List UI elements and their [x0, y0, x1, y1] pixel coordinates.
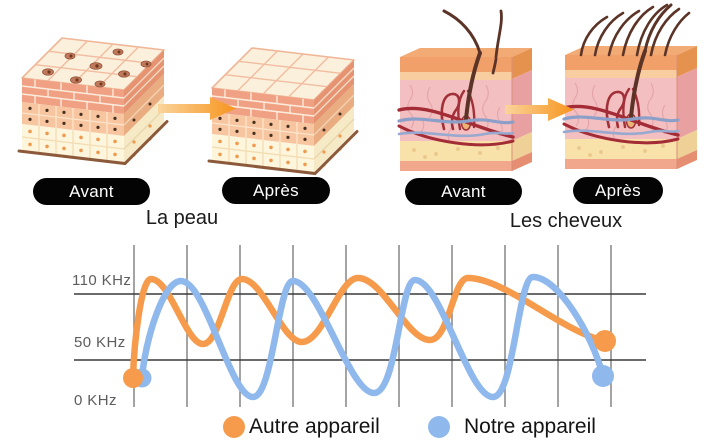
- notre-appareil-legend-dot: [428, 415, 450, 438]
- legend-label-notre-appareil: Notre appareil: [464, 414, 596, 438]
- notre-appareil-end-dot: [592, 365, 614, 387]
- y-tick-0khz: 0 KHz: [74, 392, 117, 409]
- y-tick-50khz: 50 KHz: [74, 334, 126, 351]
- hair-after-illustration: [562, 3, 699, 171]
- autre-appareil-legend-dot: [223, 415, 245, 438]
- skin-after-illustration: [207, 46, 359, 175]
- legend-item-notre-appareil: Notre appareil: [428, 415, 596, 438]
- arrow-right-icon: [505, 98, 574, 121]
- autre-appareil-start-dot: [123, 368, 143, 388]
- before-after-illustrations: [17, 3, 699, 175]
- skin-caption: La peau: [145, 207, 219, 229]
- hair-before-illustration: [397, 9, 534, 173]
- skin-before-badge: Avant: [33, 178, 150, 205]
- series-notre-appareil: [138, 273, 607, 401]
- arrow-right-icon: [158, 97, 236, 120]
- autre-appareil-end-dot: [594, 330, 616, 352]
- hair-after-badge: Après: [573, 177, 663, 204]
- series-autre-appareil: [129, 274, 609, 382]
- legend-label-autre-appareil: Autre appareil: [249, 414, 380, 438]
- y-tick-110khz: 110 KHz: [72, 272, 132, 289]
- frequency-wave-chart: [74, 245, 646, 407]
- chart-vertical-gridlines: [133, 245, 612, 407]
- hair-before-badge: Avant: [405, 178, 522, 205]
- hair-caption: Les cheveux: [509, 210, 623, 232]
- skin-before-illustration: [17, 36, 169, 165]
- skin-after-badge: Après: [222, 177, 330, 204]
- legend-item-autre-appareil: Autre appareil: [223, 415, 380, 438]
